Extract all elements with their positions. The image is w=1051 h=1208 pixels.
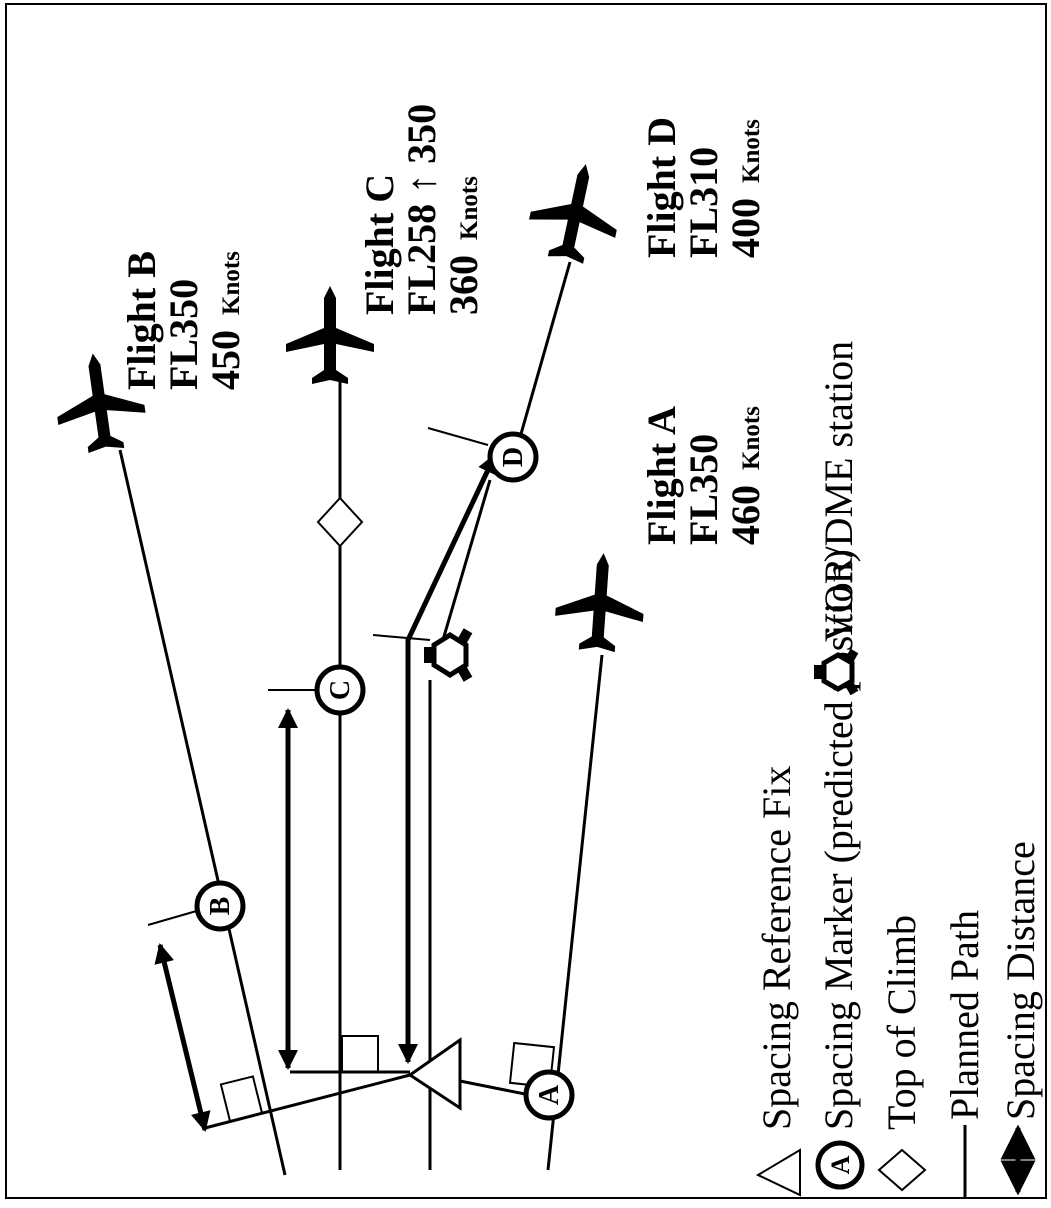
tick-d	[427, 427, 489, 446]
legend-diamond-icon	[877, 1148, 927, 1192]
legend-spacing-reference-fix: Spacing Reference Fix	[754, 766, 799, 1130]
legend: Spacing Reference Fix A Spacing Marker (…	[754, 341, 1043, 1197]
marker-d-letter: D	[498, 447, 529, 467]
flight-b-speed: 450	[203, 330, 248, 390]
marker-c-letter: C	[325, 680, 356, 700]
legend-vor-icon	[814, 648, 859, 696]
right-angle-c	[341, 1035, 379, 1073]
tick-b	[147, 909, 201, 926]
spacing-distance-d	[398, 453, 498, 1064]
flight-d-unit: Knots	[738, 119, 765, 183]
flight-b-name: Flight B	[119, 251, 164, 390]
legend-marker-letter: A	[826, 1155, 855, 1174]
vor-dme-station	[424, 628, 473, 682]
flight-b-unit: Knots	[218, 251, 245, 315]
flight-d-level: FL310	[681, 147, 726, 258]
legend-spacing-distance: Spacing Distance	[998, 841, 1043, 1120]
spacing-distance-b	[154, 943, 211, 1132]
flight-b-level: FL350	[161, 279, 206, 390]
flight-c-unit: Knots	[456, 176, 483, 240]
legend-planned-path: Planned Path	[942, 910, 987, 1120]
spacing-reference-fix	[407, 1037, 462, 1111]
flight-c-label: Flight C FL258 ↑ 350 360 Knots	[357, 104, 486, 315]
flight-c-speed: 360	[441, 255, 486, 315]
flight-a-name: Flight A	[639, 406, 684, 545]
legend-top-of-climb: Top of Climb	[879, 915, 924, 1130]
flight-a-label: Flight A FL350 460 Knots	[639, 406, 768, 545]
airplane-b-icon	[57, 353, 146, 454]
right-angle-b	[219, 1075, 264, 1123]
top-of-climb-diamond	[316, 496, 364, 548]
flight-d-label: Flight D FL310 400 Knots	[639, 117, 768, 258]
flight-a-speed: 460	[723, 485, 768, 545]
flight-a-level: FL350	[681, 434, 726, 545]
spacing-marker-c: C	[314, 664, 366, 716]
spacing-marker-b: B	[194, 880, 246, 932]
flight-b-label: Flight B FL350 450 Knots	[119, 251, 248, 390]
legend-vor-dme: VOR/DME station	[816, 341, 861, 642]
spacing-marker-a: A	[523, 1069, 575, 1121]
tick-vor	[372, 634, 431, 641]
flight-d-speed: 400	[723, 198, 768, 258]
flight-a-unit: Knots	[738, 406, 765, 470]
planned-path-d	[513, 261, 572, 456]
spacing-marker-d: D	[487, 431, 539, 483]
legend-marker-icon: A	[815, 1140, 865, 1190]
diagram-frame	[5, 3, 1047, 1199]
airplane-d-icon	[529, 164, 617, 264]
planned-path-d-mid	[438, 479, 492, 651]
marker-b-letter: B	[205, 897, 236, 916]
flight-c-name: Flight C	[357, 174, 402, 315]
legend-triangle-icon	[755, 1148, 801, 1197]
legend-spacing-marker: Spacing Marker (predicted position)	[816, 549, 861, 1130]
flight-c-level: FL258 ↑ 350	[399, 104, 444, 315]
flight-d-name: Flight D	[639, 117, 684, 258]
marker-a-letter: A	[534, 1084, 565, 1105]
airplane-c-icon	[286, 286, 374, 384]
planned-path-b	[118, 449, 287, 1176]
airplane-a-icon	[555, 553, 644, 653]
